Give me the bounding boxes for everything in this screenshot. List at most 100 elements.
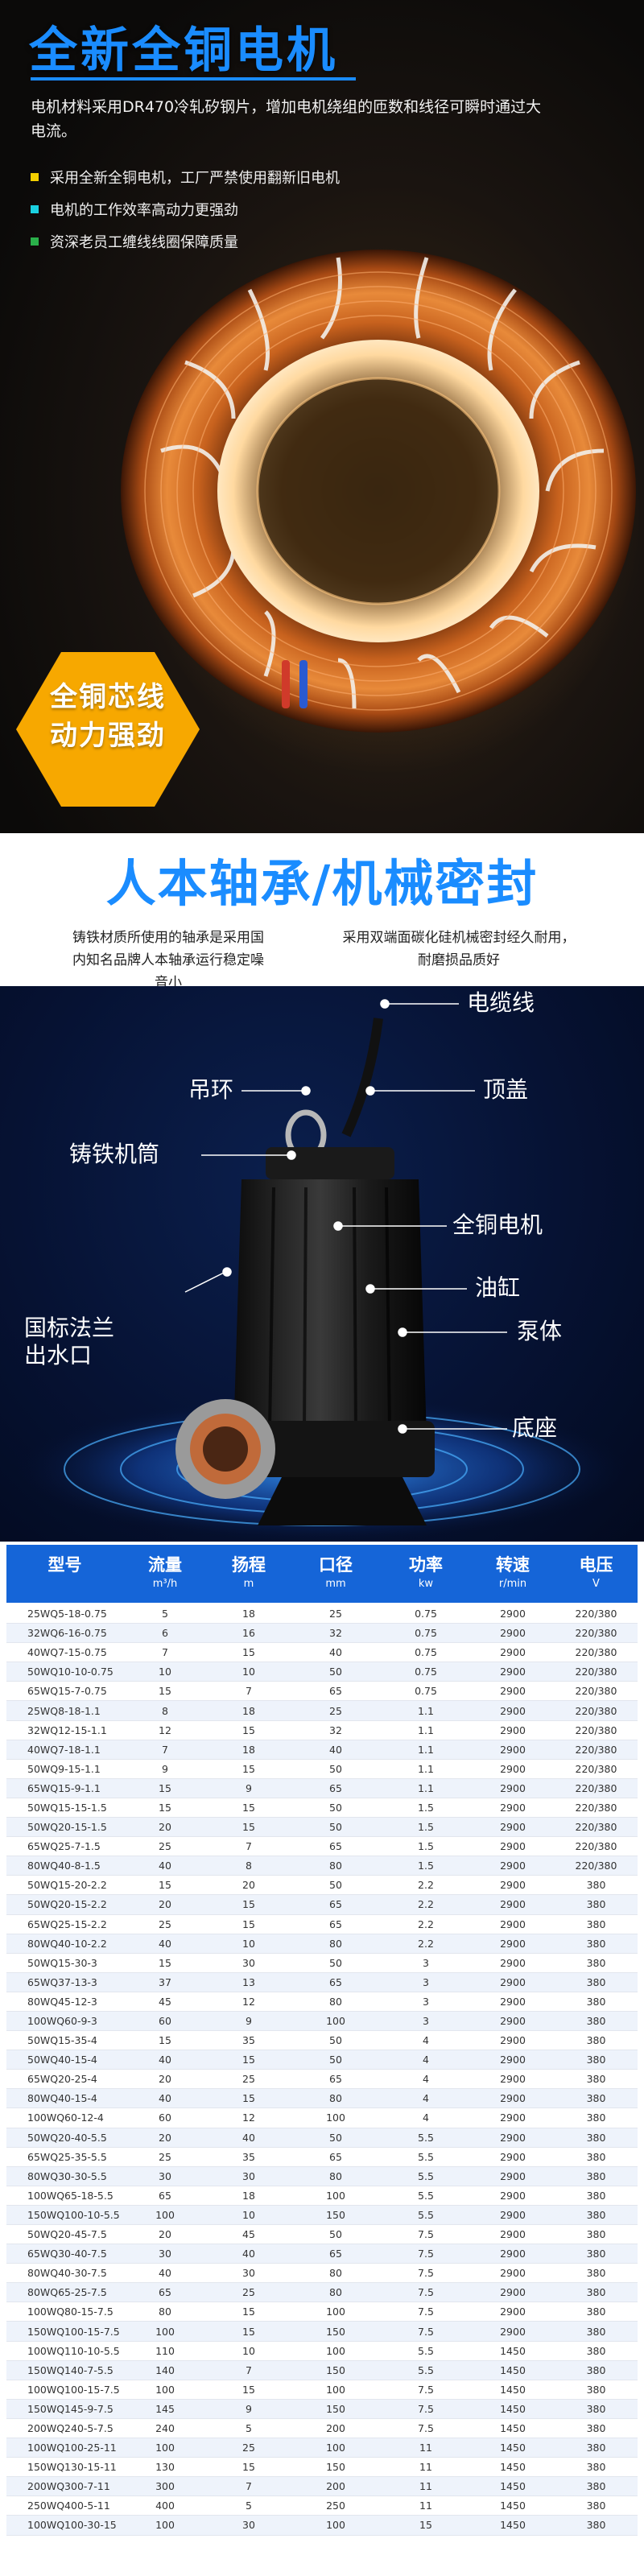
table-cell: 40 — [329, 1646, 342, 1659]
table-cell: 7.5 — [418, 2267, 434, 2280]
table-cell: 2900 — [500, 1762, 526, 1775]
column-header-label: 流量 — [148, 1555, 182, 1575]
table-cell: 15 — [242, 1762, 255, 1775]
table-cell: 15 — [242, 1646, 255, 1659]
table-cell: 2900 — [500, 1724, 526, 1736]
feature-bullet-text: 采用全新全铜电机，工厂严禁使用翻新旧电机 — [50, 170, 340, 187]
table-cell: 2900 — [500, 2228, 526, 2241]
table-cell: 5 — [162, 1608, 168, 1620]
table-cell: 25 — [329, 1704, 342, 1717]
table-cell: 380 — [586, 2015, 606, 2028]
table-cell: 30 — [159, 2169, 171, 2182]
table-cell: 380 — [586, 2150, 606, 2163]
table-cell: 220/380 — [575, 1685, 617, 1698]
pump-section: 电缆线 吊环 顶盖 铸铁机筒 全铜电机 油缸 国标法兰 出水口 泵体 底座 — [0, 986, 644, 1542]
table-cell: 4 — [423, 2112, 429, 2124]
table-cell: 65WQ25-15-2.2 — [27, 1918, 107, 1930]
column-header-label: 电压 — [579, 1555, 613, 1575]
table-cell: 80 — [329, 2092, 342, 2105]
table-cell: 380 — [586, 2131, 606, 2144]
pump-illustration — [16, 999, 628, 1542]
table-cell: 380 — [586, 1937, 606, 1950]
table-cell: 2900 — [500, 2189, 526, 2202]
table-cell: 5.5 — [418, 2150, 434, 2163]
table-cell: 50 — [329, 2034, 342, 2047]
table-cell: 2900 — [500, 1975, 526, 1988]
table-cell: 40 — [242, 2131, 255, 2144]
table-cell: 4 — [423, 2034, 429, 2047]
table-cell: 15 — [242, 2325, 255, 2338]
table-cell: 380 — [586, 2480, 606, 2493]
table-cell: 7.5 — [418, 2286, 434, 2299]
table-cell: 380 — [586, 2112, 606, 2124]
table-cell: 15 — [159, 1781, 171, 1794]
table-cell: 2.2 — [418, 1898, 434, 1911]
table-cell: 5.5 — [418, 2131, 434, 2144]
table-cell: 100WQ100-15-7.5 — [27, 2383, 120, 2396]
table-cell: 1450 — [500, 2480, 526, 2493]
table-cell: 11 — [419, 2480, 432, 2493]
table-cell: 40 — [242, 2248, 255, 2260]
table-cell: 60 — [159, 2015, 171, 2028]
table-cell: 35 — [242, 2150, 255, 2163]
table-cell: 5 — [246, 2500, 252, 2512]
table-cell: 2900 — [500, 1704, 526, 1717]
table-cell: 380 — [586, 1975, 606, 1988]
table-cell: 50 — [329, 1879, 342, 1892]
table-cell: 25 — [159, 1840, 171, 1853]
table-cell: 15 — [242, 1918, 255, 1930]
table-cell: 1450 — [500, 2402, 526, 2415]
table-cell: 65WQ30-40-7.5 — [27, 2248, 107, 2260]
table-cell: 15 — [159, 1801, 171, 1814]
table-cell: 380 — [586, 1995, 606, 2008]
table-cell: 380 — [586, 2267, 606, 2280]
table-cell: 2900 — [500, 2131, 526, 2144]
table-cell: 80WQ65-25-7.5 — [27, 2286, 107, 2299]
table-cell: 12 — [242, 1995, 255, 2008]
table-cell: 20 — [159, 2073, 171, 2086]
table-cell: 65WQ15-7-0.75 — [27, 1685, 107, 1698]
table-cell: 0.75 — [415, 1666, 437, 1678]
table-cell: 12 — [242, 2112, 255, 2124]
table-cell: 100WQ60-12-4 — [27, 2112, 104, 2124]
motor-description: 电机材料采用DR470冷轧矽钢片，增加电机绕组的匝数和线径可瞬时通过大电流。 — [31, 98, 542, 140]
table-cell: 18 — [242, 2189, 255, 2202]
table-cell: 2900 — [500, 1685, 526, 1698]
table-cell: 9 — [162, 1762, 168, 1775]
table-cell: 15 — [159, 1956, 171, 1969]
table-cell: 380 — [586, 2344, 606, 2357]
table-cell: 18 — [242, 1704, 255, 1717]
table-cell: 2900 — [500, 1937, 526, 1950]
table-cell: 380 — [586, 2034, 606, 2047]
table-cell: 65 — [329, 2150, 342, 2163]
table-cell: 50 — [329, 2228, 342, 2241]
table-cell: 100 — [326, 2015, 345, 2028]
table-cell: 60 — [159, 2112, 171, 2124]
column-header-unit: r/min — [498, 1578, 527, 1590]
table-cell: 2900 — [500, 1918, 526, 1930]
cyan-square-icon — [31, 205, 39, 213]
flange-line-2: 出水口 — [24, 1342, 93, 1368]
table-cell: 1.1 — [418, 1781, 434, 1794]
table-cell: 9 — [246, 1781, 252, 1794]
table-cell: 50 — [329, 1821, 342, 1834]
table-cell: 1.5 — [418, 1821, 434, 1834]
table-cell: 1450 — [500, 2344, 526, 2357]
table-cell: 150WQ140-7-5.5 — [27, 2363, 114, 2376]
table-cell: 7.5 — [418, 2228, 434, 2241]
